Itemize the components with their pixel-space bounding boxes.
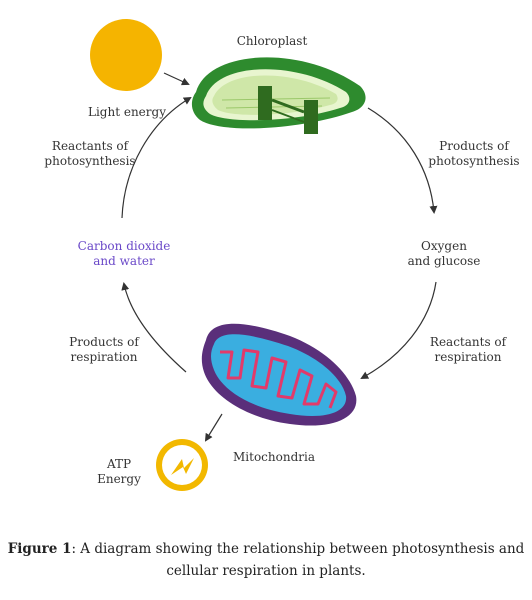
atp-bolt-icon [156, 439, 208, 491]
reactants-respiration-label: Reactants of respiration [429, 335, 507, 364]
mitochondria-label: Mitochondria [233, 450, 315, 464]
reactants-photosynthesis-label: Reactants of photosynthesis [44, 139, 136, 168]
figure-caption-text: : A diagram showing the relationship bet… [71, 541, 525, 579]
light-energy-label: Light energy [88, 105, 166, 119]
mitochondria-icon [201, 323, 357, 426]
co2-water-label: Carbon dioxide and water [77, 239, 171, 268]
arrow-mitochondria-to-co2 [121, 282, 187, 373]
atp-energy-label: ATP Energy [97, 457, 141, 486]
sun-icon [90, 19, 162, 91]
figure-caption: Figure 1: A diagram showing the relation… [0, 538, 532, 582]
figure-caption-label: Figure 1 [7, 541, 72, 557]
chloroplast-icon [191, 57, 366, 134]
chloroplast-label: Chloroplast [236, 34, 308, 48]
arrow-light-to-chloroplast [163, 72, 190, 86]
products-photosynthesis-label: Products of photosynthesis [428, 139, 520, 168]
arrow-chloroplast-to-oxygen [367, 107, 438, 214]
arrow-oxygen-to-mitochondria [360, 281, 437, 379]
oxygen-glucose-label: Oxygen and glucose [407, 239, 481, 268]
products-respiration-label: Products of respiration [69, 335, 139, 364]
arrow-co2-to-chloroplast [121, 96, 192, 219]
arrow-mitochondria-to-atp [204, 413, 223, 442]
